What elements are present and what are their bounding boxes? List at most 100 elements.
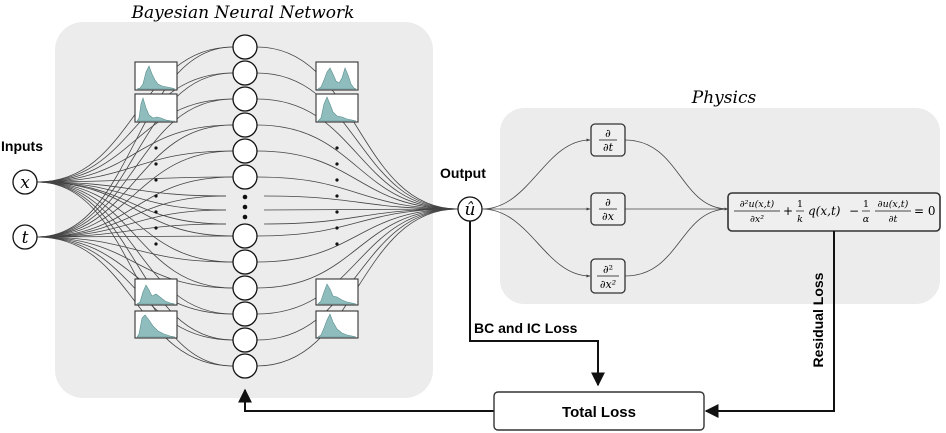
input-connection [36, 176, 234, 238]
output-connection [256, 176, 459, 210]
output-label: Output [440, 165, 486, 181]
total-loss-label: Total Loss [562, 404, 636, 421]
ellipsis-dot [335, 194, 339, 198]
input-connection [36, 72, 234, 238]
distribution-box [134, 61, 178, 91]
operator-d-dx: ∂ ∂x [590, 192, 626, 226]
svg-text:1: 1 [797, 199, 803, 210]
pde-equation: ∂²u(x,t) ∂x² + 1 k q(x,t) − 1 α ∂u(x,t) … [727, 192, 941, 232]
svg-text:∂t: ∂t [889, 214, 898, 225]
output-connection [263, 208, 459, 211]
residual-loss-label: Residual Loss [810, 272, 826, 367]
input-connection [36, 124, 234, 238]
hidden-neuron [232, 86, 258, 112]
ellipsis-dot [154, 210, 158, 214]
svg-text:∂: ∂ [605, 196, 611, 209]
output-connection [263, 208, 459, 225]
output-connection [256, 46, 459, 210]
distribution-box [134, 93, 178, 123]
operator-d-dt: ∂ ∂t [590, 123, 626, 157]
ellipsis-dot [154, 162, 158, 166]
hidden-neuron [232, 112, 258, 138]
output-node: û [457, 196, 483, 222]
input-connection [36, 236, 234, 263]
input-symbol-x: x [20, 173, 30, 193]
hidden-neuron [232, 60, 258, 86]
distribution-box [315, 93, 359, 123]
svg-text:q(x,t): q(x,t) [808, 204, 841, 218]
input-connection [36, 181, 227, 225]
input-connection [36, 181, 234, 263]
ellipsis-dot [154, 146, 158, 150]
input-connection [36, 235, 234, 238]
hidden-neuron [232, 223, 258, 249]
output-connection [256, 208, 459, 341]
input-connection [36, 176, 234, 183]
bc-ic-loss-label: BC and IC Loss [474, 320, 578, 336]
output-connection [256, 208, 459, 263]
svg-text:∂²: ∂² [603, 263, 613, 276]
hidden-neuron [232, 275, 258, 301]
distribution-box [315, 310, 359, 339]
physics-panel [500, 108, 940, 304]
svg-text:∂²u(x,t): ∂²u(x,t) [740, 199, 775, 210]
ellipsis-dot [335, 226, 339, 230]
input-connection [36, 181, 227, 197]
svg-text:∂x²: ∂x² [600, 278, 616, 291]
ellipsis-dot [335, 162, 339, 166]
physics-title: Physics [691, 88, 757, 108]
output-connection [256, 124, 459, 210]
weight-distributions [134, 61, 359, 339]
physics-connections [481, 138, 729, 278]
hidden-neuron [232, 138, 258, 164]
output-connection [256, 98, 459, 210]
total-loss-box: Total Loss [493, 391, 705, 431]
input-connection [36, 181, 234, 341]
ellipsis-dot [154, 242, 158, 246]
svg-text:∂x²: ∂x² [750, 214, 764, 225]
ellipsis-dots [154, 146, 339, 246]
input-connection [36, 195, 227, 238]
input-connection [36, 236, 234, 289]
svg-text:1: 1 [863, 199, 869, 210]
output-connection [256, 208, 459, 289]
inputs-label: Inputs [1, 138, 43, 154]
svg-text:∂u(x,t): ∂u(x,t) [878, 199, 909, 210]
ellipsis-dot [154, 178, 158, 182]
hidden-neuron [232, 249, 258, 275]
output-symbol: û [465, 200, 476, 220]
input-connection [36, 181, 227, 211]
input-connection [36, 150, 234, 183]
svg-text:+: + [783, 204, 793, 218]
distribution-box [315, 278, 359, 306]
output-connection [256, 208, 459, 315]
ellipsis-dot [335, 242, 339, 246]
input-connection [36, 181, 234, 289]
loss-connections [238, 221, 835, 418]
input-connection [36, 46, 234, 238]
hidden-neuron [232, 301, 258, 327]
ellipsis-dot [242, 204, 248, 210]
input-connection [36, 72, 234, 183]
hidden-neuron [232, 353, 258, 379]
output-connection [256, 208, 459, 237]
distribution-box [315, 61, 359, 91]
ellipsis-dot [242, 194, 248, 200]
svg-text:= 0: = 0 [914, 204, 936, 218]
ellipsis-dot [335, 146, 339, 150]
svg-text:∂: ∂ [605, 127, 611, 140]
hidden-layer [232, 34, 258, 379]
input-connection [36, 98, 234, 238]
output-connection [263, 195, 459, 210]
input-connection [36, 150, 234, 238]
svg-text:k: k [797, 214, 803, 225]
svg-text:α: α [863, 214, 870, 225]
input-node-t: t [12, 224, 38, 250]
ellipsis-dot [154, 194, 158, 198]
ellipsis-dot [335, 178, 339, 182]
input-connection [36, 98, 234, 183]
output-connection [256, 150, 459, 210]
svg-text:−: − [849, 204, 859, 218]
